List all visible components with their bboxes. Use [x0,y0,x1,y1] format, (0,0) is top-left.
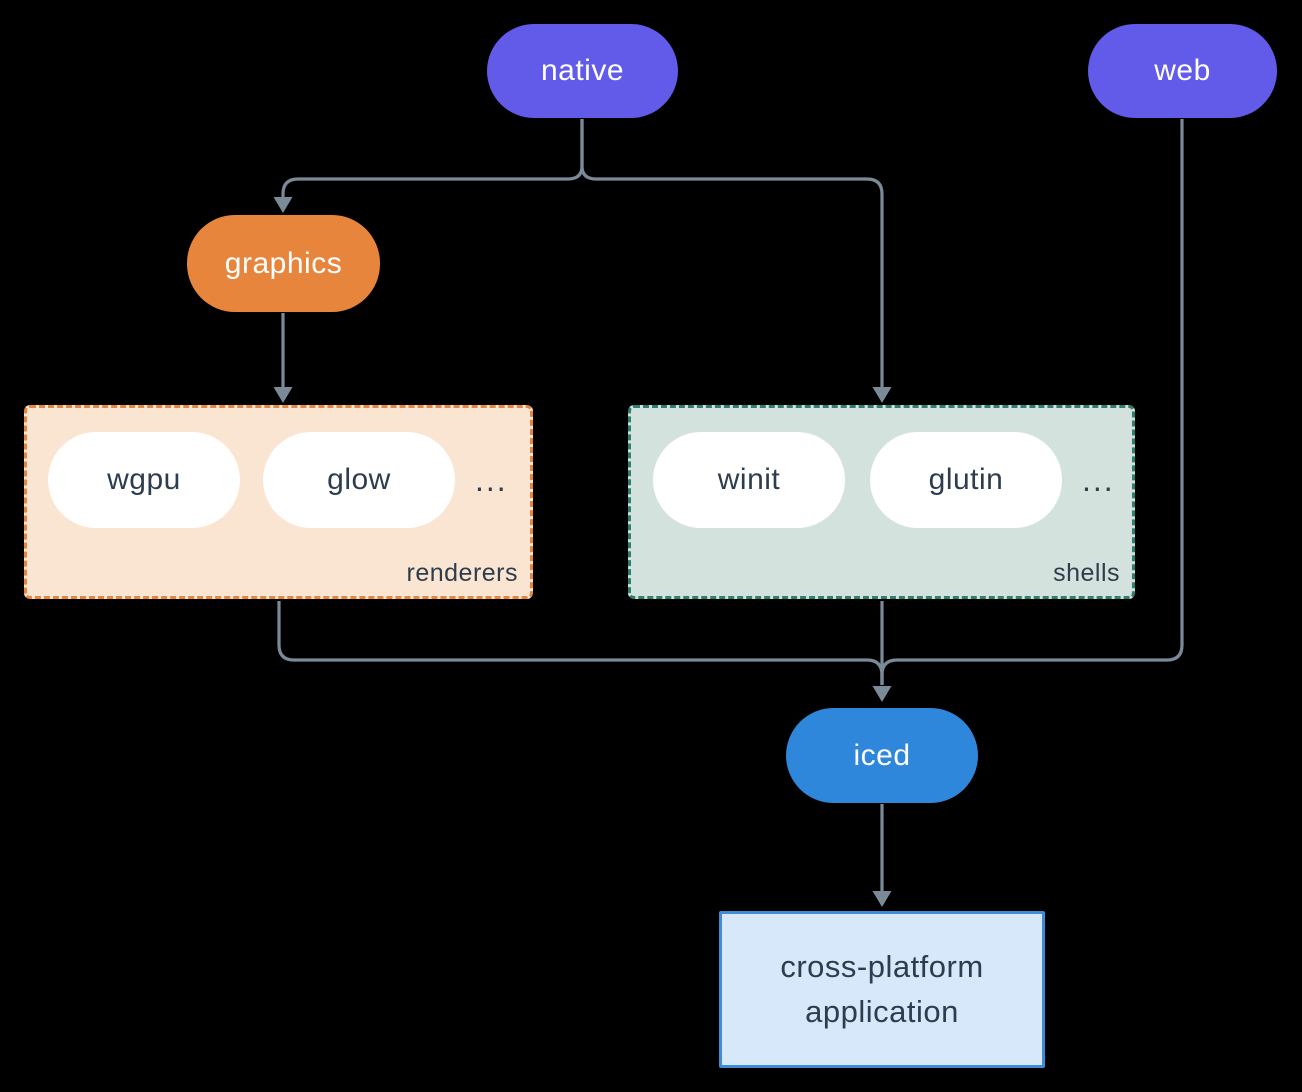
edge-renderers-to-iced [277,601,884,685]
shells-ellipsis: ... [1082,462,1115,498]
edge-web-to-iced [880,119,1184,685]
group-renderers: wgpu glow ... renderers [24,405,533,599]
application-label-line2: application [805,994,959,1029]
node-wgpu: wgpu [48,432,240,528]
node-iced: iced [786,708,978,803]
arrowhead-graphics [273,197,293,213]
arrowhead-renderers [273,387,293,403]
node-winit: winit [653,432,845,528]
node-native: native [487,24,678,118]
renderers-ellipsis: ... [475,462,508,498]
group-shells: winit glutin ... shells [628,405,1135,599]
node-glow: glow [263,432,455,528]
group-label-shells: shells [1053,559,1120,587]
edge-native-to-graphics [281,119,584,197]
arrowhead-shells [872,387,892,403]
node-glutin: glutin [870,432,1062,528]
node-cross-platform-application: cross-platform application [719,911,1045,1068]
arrowhead-iced [872,686,892,702]
group-label-renderers: renderers [406,559,518,587]
arrowhead-application [872,891,892,907]
node-web: web [1088,24,1277,118]
application-label-line1: cross-platform [780,949,984,984]
node-graphics: graphics [187,215,380,312]
edge-native-to-shells [580,119,884,387]
